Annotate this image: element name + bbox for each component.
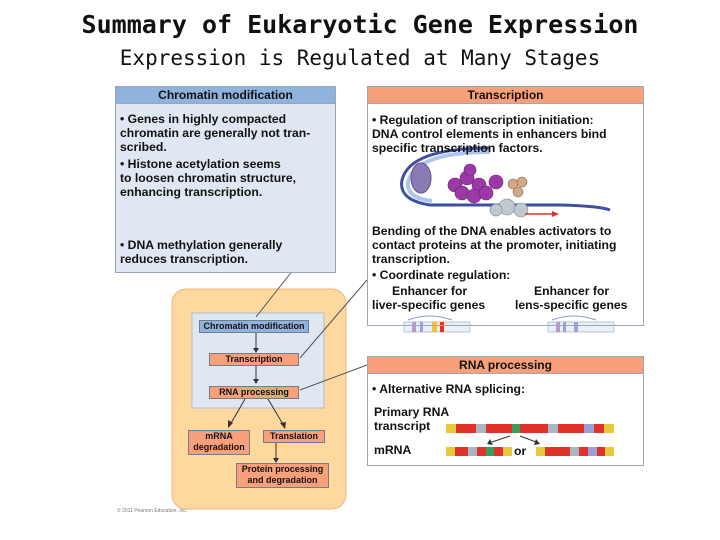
liver-enhancer-dna [403, 315, 471, 333]
page-subtitle: Expression is Regulated at Many Stages [119, 46, 601, 70]
transcription-panel-header: Transcription [368, 87, 643, 104]
flow-mrna-degradation-line-1: mRNA [205, 431, 233, 441]
bending-line-1: Bending of the DNA enables activators to [372, 224, 612, 238]
enhancer-lens-line-2: lens-specific genes [515, 298, 628, 312]
primary-transcript [446, 424, 614, 433]
flow-rna-processing: RNA processing [209, 386, 299, 399]
transcription-panel: Transcription [367, 86, 644, 326]
connector-transcription [299, 279, 368, 359]
connector-chromatin [255, 269, 294, 318]
enhancer-liver-line-1: Enhancer for [392, 284, 468, 298]
chromatin-bullet-2-line-2: to loosen chromatin structure, [120, 171, 297, 185]
coordinate-regulation: • Coordinate regulation: [372, 268, 511, 282]
flow-translation: Translation [263, 430, 325, 443]
transcription-bullet-1-line-3: specific transcription factors. [372, 141, 543, 155]
mrna-variant-1 [446, 447, 512, 456]
chromatin-bullet-3-line-2: reduces transcription. [120, 252, 249, 266]
arrow-down-icon [253, 348, 259, 353]
arrow-right-icon [552, 211, 559, 217]
flow-chromatin-modification: Chromatin modification [199, 320, 309, 333]
chromatin-modification-panel: Chromatin modification [115, 86, 336, 273]
page-title: Summary of Eukaryotic Gene Expression [81, 10, 639, 39]
chromatin-panel-header: Chromatin modification [116, 87, 335, 104]
connector-rna [299, 364, 368, 391]
copyright-notice: © 2011 Pearson Education, Inc. [117, 508, 188, 514]
bending-line-2: contact proteins at the promoter, initia… [372, 238, 617, 252]
arrow-down-icon [253, 379, 259, 384]
or-label: or [514, 444, 527, 458]
lens-enhancer-dna [547, 315, 615, 333]
arrow-down-icon [280, 422, 286, 429]
dna-loop-illustration [400, 146, 611, 218]
chromatin-bullet-3-line-1: • DNA methylation generally [120, 238, 283, 252]
flow-mrna-degradation-line-2: degradation [193, 442, 245, 452]
chromatin-bullet-2-line-3: enhancing transcription. [120, 185, 263, 199]
flow-protein-processing: Protein processing and degradation [236, 463, 329, 488]
arrow-down-icon [273, 458, 279, 463]
mrna-variant-2 [536, 447, 614, 456]
primary-rna-line-1: Primary RNA [374, 405, 450, 419]
flow-transcription: Transcription [209, 353, 299, 366]
rna-panel-header: RNA processing [368, 357, 643, 374]
alternative-splicing: • Alternative RNA splicing: [372, 382, 526, 396]
flow-mrna-degradation: mRNA degradation [188, 430, 250, 455]
mrna-label: mRNA [374, 443, 412, 457]
enhancer-lens-line-1: Enhancer for [534, 284, 610, 298]
chromatin-bullet-1-line-1: • Genes in highly compacted [120, 112, 287, 126]
primary-rna-line-2: transcript [374, 419, 431, 433]
flow-protein-line-1: Protein processing [241, 464, 324, 474]
arrow-down-icon [228, 420, 233, 428]
bending-line-3: transcription. [372, 252, 450, 266]
chromatin-bullet-1-line-3: scribed. [120, 140, 167, 154]
enhancer-liver-line-2: liver-specific genes [372, 298, 486, 312]
chromatin-bullet-1-line-2: chromatin are generally not tran- [120, 126, 311, 140]
chromatin-bullet-2-line-1: • Histone acetylation seems [120, 157, 281, 171]
flow-protein-line-2: and degradation [247, 475, 318, 485]
transcription-bullet-1-line-2: DNA control elements in enhancers bind [372, 127, 607, 141]
rna-processing-panel: RNA processing [367, 356, 644, 466]
transcription-bullet-1-line-1: • Regulation of transcription initiation… [372, 113, 594, 127]
